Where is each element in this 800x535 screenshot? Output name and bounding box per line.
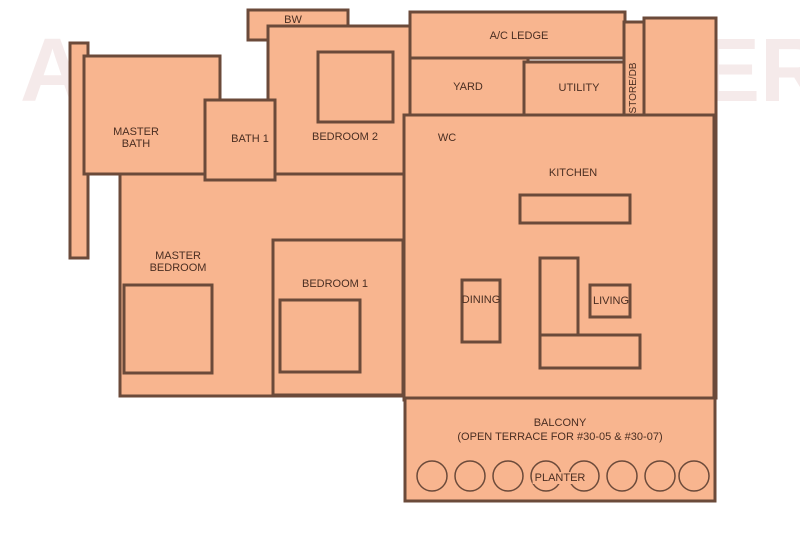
label-living: LIVING bbox=[592, 295, 630, 307]
label-yard: YARD bbox=[453, 81, 483, 93]
dining-table bbox=[460, 278, 502, 344]
label-bw: BW bbox=[284, 14, 302, 26]
label-utility: UTILITY bbox=[558, 82, 600, 94]
bed-1 bbox=[278, 298, 362, 374]
label-bath1: BATH 1 bbox=[231, 133, 269, 145]
label-planter: PLANTER bbox=[532, 472, 588, 484]
bed-2 bbox=[316, 50, 395, 124]
coffee-table bbox=[588, 283, 632, 319]
label-kitchen: KITCHEN bbox=[548, 167, 598, 179]
label-wc: WC bbox=[437, 132, 457, 144]
label-master-bedroom: MASTER BEDROOM bbox=[149, 250, 207, 274]
master-bath-area bbox=[82, 54, 222, 176]
bath1-area bbox=[203, 98, 277, 182]
label-bedroom1: BEDROOM 1 bbox=[301, 278, 369, 290]
kitchen-counter bbox=[518, 193, 632, 225]
label-store-db: STORE/DB bbox=[628, 62, 639, 114]
label-ac-ledge: A/C LEDGE bbox=[489, 30, 549, 42]
planter-row bbox=[416, 460, 710, 492]
master-bed bbox=[122, 283, 214, 375]
label-balcony: BALCONY bbox=[533, 417, 587, 429]
label-balcony-note: (OPEN TERRACE FOR #30-05 & #30-07) bbox=[457, 431, 663, 443]
label-dining: DINING bbox=[461, 294, 501, 306]
label-master-bath: MASTER BATH bbox=[113, 126, 159, 150]
label-bedroom2: BEDROOM 2 bbox=[311, 131, 379, 143]
sofa-base bbox=[538, 333, 642, 370]
